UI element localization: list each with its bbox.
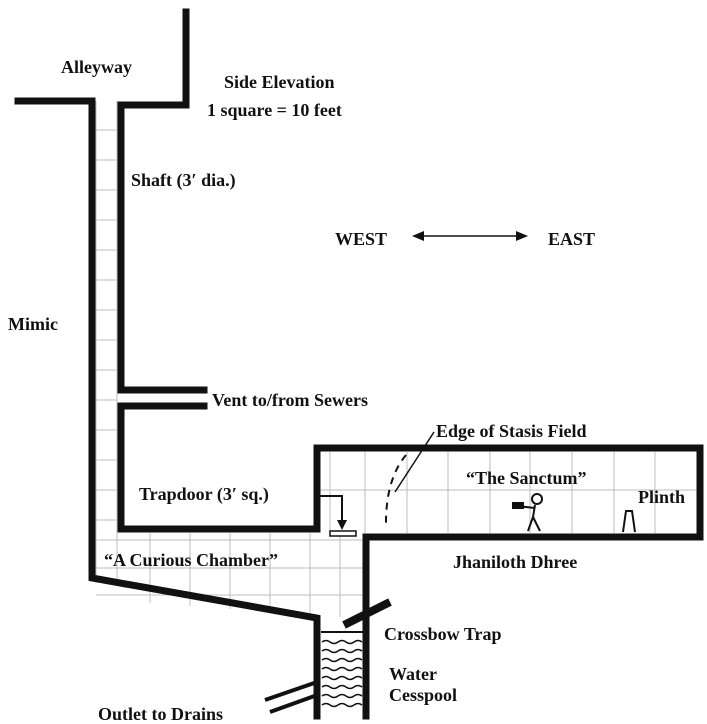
chamber-label: “A Curious Chamber” (104, 550, 278, 570)
jhaniloth-label: Jhaniloth Dhree (453, 552, 577, 572)
compass-east-label: EAST (548, 229, 595, 249)
stasis-field-edge (384, 454, 407, 529)
outer-wall (14, 97, 321, 720)
crossbow-trap-label: Crossbow Trap (384, 624, 502, 644)
sanctum-label: “The Sanctum” (466, 468, 587, 488)
compass-west-label: WEST (335, 229, 387, 249)
cesspool-label: Cesspool (389, 685, 457, 705)
shaft-label: Shaft (3′ dia.) (131, 170, 236, 191)
alleyway-label: Alleyway (61, 57, 132, 77)
trapdoor (316, 495, 357, 537)
stasis-pointer (394, 431, 435, 493)
jhaniloth-figure-icon (512, 493, 543, 532)
outlet-to-drains (264, 679, 321, 714)
map-title: Side Elevation (224, 72, 335, 92)
sanctum-wall (313, 444, 704, 720)
chamber-grid (96, 533, 366, 617)
plinth-icon (622, 510, 636, 533)
trapdoor-label: Trapdoor (3′ sq.) (139, 484, 269, 505)
walls (14, 8, 704, 720)
sanctum-grid (317, 452, 697, 533)
mimic-label: Mimic (8, 314, 58, 334)
stasis-field-label: Edge of Stasis Field (436, 421, 587, 441)
vent-label: Vent to/from Sewers (212, 390, 368, 410)
water-label: Water (389, 664, 437, 684)
inner-wall (117, 402, 321, 533)
plinth-label: Plinth (638, 487, 685, 507)
shaft-grid (95, 101, 118, 583)
cesspool-water (320, 625, 366, 711)
compass-arrow (412, 231, 528, 241)
scale-label: 1 square = 10 feet (207, 100, 342, 120)
alley-wall (117, 8, 208, 394)
crossbow-trap (342, 598, 392, 629)
outlet-label: Outlet to Drains (98, 704, 223, 724)
